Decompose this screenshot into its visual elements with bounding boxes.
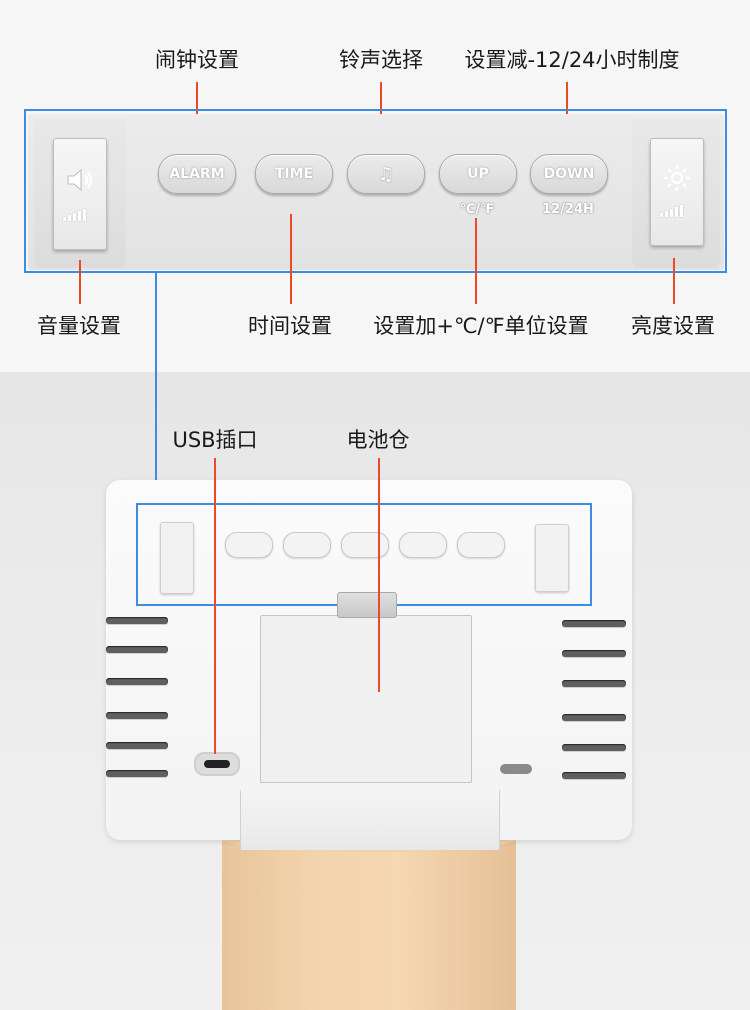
- callout-line-usb: [214, 458, 216, 754]
- mini-down-button: [457, 532, 505, 558]
- vent-slot: [106, 617, 168, 624]
- down-sublabel: 12/24H: [542, 202, 594, 217]
- vent-slot: [106, 712, 168, 719]
- volume-level-bars: [63, 209, 86, 221]
- callout-line-ringtone: [380, 82, 382, 144]
- vent-slot: [106, 678, 168, 685]
- device-stand: [240, 790, 500, 850]
- vent-slot: [562, 772, 626, 779]
- callout-line-up: [475, 218, 477, 304]
- battery-cover: [260, 615, 472, 783]
- label-brightness-setting: 亮度设置: [631, 314, 715, 338]
- vent-slot: [562, 620, 626, 627]
- down-button[interactable]: DOWN: [530, 154, 608, 194]
- label-alarm-setting: 闹钟设置: [155, 48, 239, 72]
- sun-icon: [664, 165, 690, 191]
- vent-slot: [562, 680, 626, 687]
- connector-line: [155, 271, 157, 503]
- label-down-setting: 设置减-12/24小时制度: [464, 48, 680, 72]
- label-up-setting: 设置加+℃/℉单位设置: [373, 314, 589, 338]
- highlight-box-top: [24, 109, 727, 273]
- mini-volume-button: [160, 522, 194, 594]
- up-button[interactable]: UP: [439, 154, 517, 194]
- mini-ringtone-button: [341, 532, 389, 558]
- label-battery-compartment: 电池仓: [346, 428, 410, 452]
- brightness-level-bars: [660, 205, 683, 217]
- label-usb-port: USB插口: [172, 428, 258, 452]
- callout-line-volume: [79, 260, 81, 304]
- vent-slot: [106, 742, 168, 749]
- vent-slot: [106, 770, 168, 777]
- mini-brightness-button: [535, 524, 569, 592]
- reset-hole: [500, 764, 532, 774]
- callout-line-battery: [378, 458, 380, 692]
- time-button[interactable]: TIME: [255, 154, 333, 194]
- speaker-icon: [67, 168, 93, 192]
- brightness-button[interactable]: [650, 138, 704, 246]
- highlight-box-bottom: [136, 503, 592, 606]
- callout-line-down: [566, 82, 568, 144]
- label-ringtone-select: 铃声选择: [339, 48, 423, 72]
- usb-port: [194, 752, 240, 776]
- battery-cover-tab: [337, 592, 397, 618]
- vent-slot: [562, 744, 626, 751]
- vent-slot: [562, 650, 626, 657]
- callout-line-time: [290, 214, 292, 304]
- up-sublabel: ℃/℉: [459, 202, 495, 217]
- vent-slot: [106, 646, 168, 653]
- ringtone-button[interactable]: ♫: [347, 154, 425, 194]
- cardboard-tube: [222, 830, 516, 1010]
- mini-time-button: [283, 532, 331, 558]
- vent-slot: [562, 714, 626, 721]
- volume-button[interactable]: [53, 138, 107, 250]
- mini-up-button: [399, 532, 447, 558]
- callout-line-brightness: [673, 258, 675, 304]
- label-volume-setting: 音量设置: [37, 314, 121, 338]
- callout-line-alarm: [196, 82, 198, 144]
- mini-alarm-button: [225, 532, 273, 558]
- alarm-button[interactable]: ALARM: [158, 154, 236, 194]
- label-time-setting: 时间设置: [248, 314, 332, 338]
